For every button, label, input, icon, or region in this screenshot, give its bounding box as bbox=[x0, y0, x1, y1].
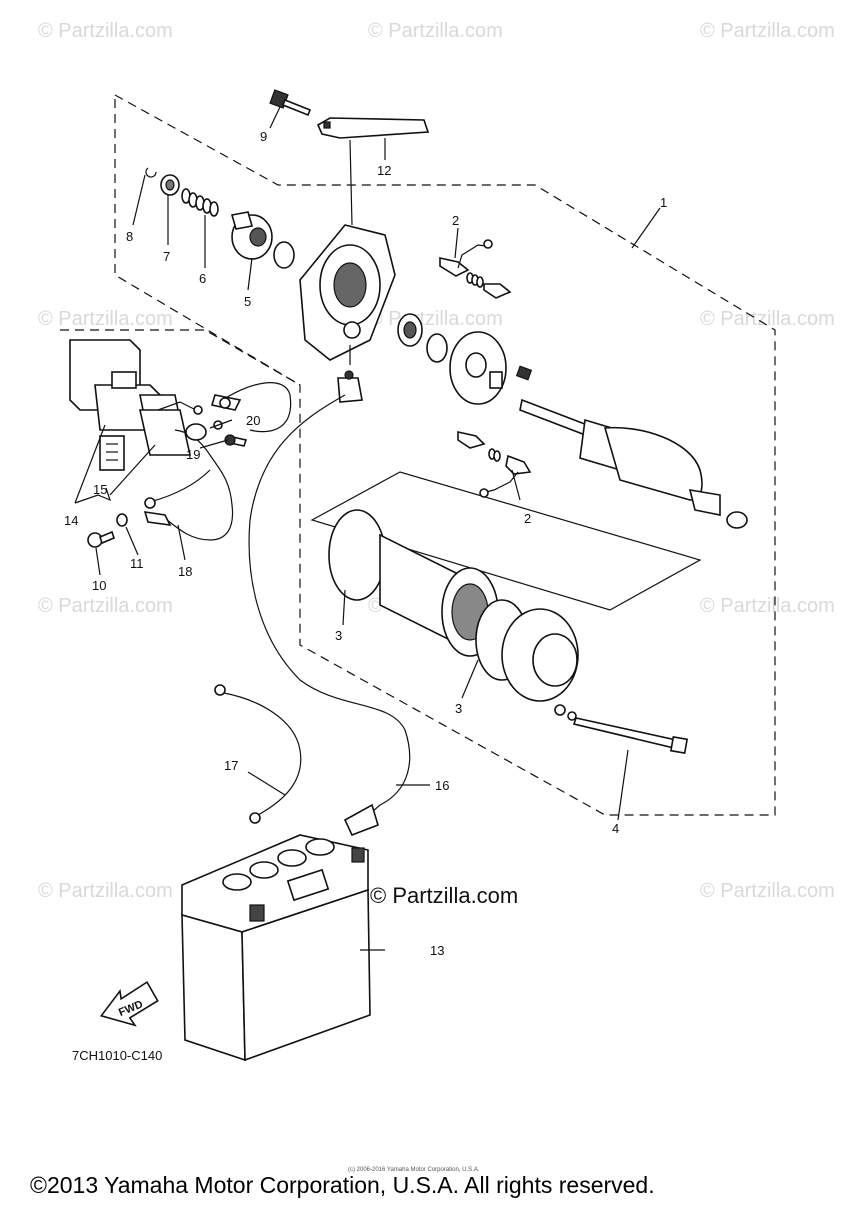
relay-lead-18 bbox=[143, 469, 211, 526]
washer-11 bbox=[116, 513, 128, 527]
copyright-footer: ©2013 Yamaha Motor Corporation, U.S.A. A… bbox=[30, 1172, 655, 1198]
callout: 18 bbox=[178, 564, 192, 579]
relay-assembly-outline bbox=[60, 329, 301, 386]
starter-cable-16 bbox=[248, 394, 411, 837]
motor-group-outline bbox=[310, 471, 702, 611]
collar-7 bbox=[160, 174, 180, 196]
rear-cover bbox=[501, 608, 579, 721]
watermark: © Partzilla.com bbox=[38, 595, 173, 617]
callout: 12 bbox=[377, 163, 391, 178]
brush-2-top bbox=[439, 239, 512, 299]
screw-10 bbox=[87, 530, 115, 548]
callout: 6 bbox=[199, 271, 206, 286]
bolt-9 bbox=[269, 89, 312, 117]
watermark: © Partzilla.com bbox=[700, 595, 835, 617]
through-bolt bbox=[572, 717, 689, 755]
diagram-code: 7CH1010-C140 bbox=[72, 1048, 162, 1063]
callout: 10 bbox=[92, 578, 106, 593]
relay-cable-set bbox=[159, 382, 292, 541]
leader-lines bbox=[74, 106, 661, 951]
callout: 19 bbox=[186, 447, 200, 462]
callout: 5 bbox=[244, 294, 251, 309]
callout: 3 bbox=[455, 701, 462, 716]
callout: 8 bbox=[126, 229, 133, 244]
watermark: © Partzilla.com bbox=[38, 308, 173, 330]
center-brand-mark: © Partzilla.com bbox=[370, 883, 518, 908]
armature bbox=[519, 398, 748, 529]
callout: 20 bbox=[246, 413, 260, 428]
starter-relay bbox=[69, 339, 203, 471]
brush-plate bbox=[449, 331, 533, 405]
callout-labels: 1 2 2 3 3 4 5 6 7 8 9 10 11 12 13 14 15 … bbox=[64, 129, 667, 958]
callout: 15 bbox=[93, 482, 107, 497]
starter-bracket bbox=[316, 117, 430, 226]
callout: 3 bbox=[335, 628, 342, 643]
callout: 9 bbox=[260, 129, 267, 144]
watermark: © Partzilla.com bbox=[368, 308, 503, 330]
pinion-gear bbox=[230, 211, 273, 260]
callout: 13 bbox=[430, 943, 444, 958]
fwd-arrow-icon: FWD bbox=[99, 981, 159, 1027]
callout: 11 bbox=[130, 556, 144, 571]
brush-2-bottom bbox=[457, 431, 532, 498]
callout: 2 bbox=[524, 511, 531, 526]
washer-ring bbox=[273, 241, 295, 269]
callout: 2 bbox=[452, 213, 459, 228]
small-print: (c) 2006-2016 Yamaha Motor Corporation, … bbox=[348, 1167, 480, 1173]
callout: 14 bbox=[64, 513, 78, 528]
bearing bbox=[397, 313, 423, 347]
watermark: © Partzilla.com bbox=[700, 308, 835, 330]
front-cover bbox=[299, 224, 396, 365]
starter-assembly-outline bbox=[114, 93, 776, 816]
battery bbox=[181, 834, 371, 1062]
callout: 17 bbox=[224, 758, 238, 773]
watermark: © Partzilla.com bbox=[700, 880, 835, 902]
watermark: © Partzilla.com bbox=[368, 20, 503, 42]
o-ring bbox=[426, 333, 448, 363]
callout: 7 bbox=[163, 249, 170, 264]
watermark: © Partzilla.com bbox=[38, 880, 173, 902]
battery-lead-17 bbox=[214, 684, 302, 824]
clip-8 bbox=[145, 167, 157, 178]
watermark: © Partzilla.com bbox=[38, 20, 173, 42]
spring-6 bbox=[181, 188, 219, 217]
watermark: © Partzilla.com bbox=[700, 20, 835, 42]
callout: 4 bbox=[612, 821, 619, 836]
callout: 16 bbox=[435, 778, 449, 793]
callout: 1 bbox=[660, 195, 667, 210]
watermark-grid: © Partzilla.com © Partzilla.com © Partzi… bbox=[38, 20, 835, 902]
